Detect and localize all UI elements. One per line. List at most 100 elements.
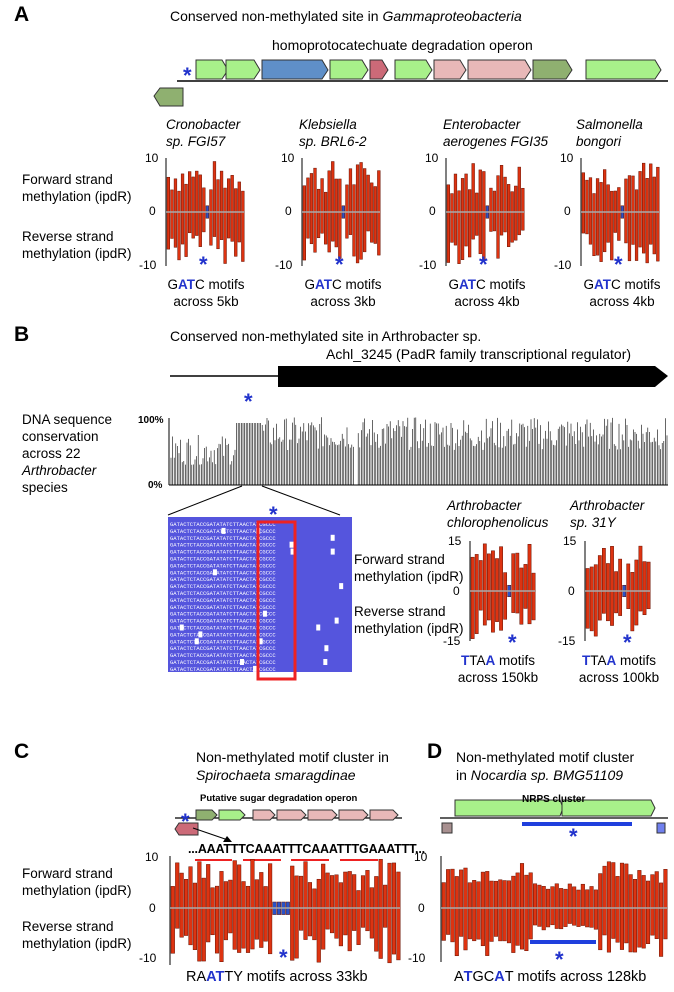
- a3-bar: [606, 184, 610, 243]
- a2-bar: [489, 187, 493, 232]
- a2-bar: [510, 191, 514, 243]
- a3-bar: [652, 176, 656, 255]
- c-bar: [329, 875, 335, 934]
- a1-bar: [334, 178, 338, 248]
- a1-tick-bot: -10: [275, 258, 293, 272]
- a2-bar: [453, 173, 458, 246]
- c-bar: [307, 882, 312, 937]
- d-bar: [602, 865, 607, 936]
- b0-bar: [482, 543, 487, 626]
- alignment-row: GATACTCTACCGATATATCTTAACTATCGCCC: [170, 652, 276, 659]
- a1-bar: [359, 162, 363, 260]
- d-bar: [554, 883, 559, 929]
- a2-bar: [446, 184, 450, 263]
- a1-bar: [316, 188, 321, 239]
- c-bar: [245, 885, 251, 953]
- panel-c-operon-label: Putative sugar degradation operon: [200, 793, 358, 804]
- alignment-row: GATACTCTACCGATATATCTTAACTATCGCCC: [170, 604, 276, 611]
- d-tick-top: 10: [414, 850, 428, 864]
- d-bar: [511, 875, 516, 953]
- c-asterisk: *: [279, 945, 288, 970]
- a1-bar: [377, 170, 381, 256]
- a0-bar: [188, 171, 192, 234]
- a0-bar: [212, 161, 217, 237]
- a0-bar: [177, 190, 181, 261]
- a2-tick-mid: 0: [429, 204, 436, 218]
- d-bar: [463, 867, 468, 951]
- a0-asterisk: *: [199, 252, 208, 277]
- a2-bar: [468, 189, 472, 258]
- d-bar: [606, 861, 611, 953]
- panel-d-motif: ATGCAT motifs across 128kb: [454, 969, 647, 985]
- d-bar: [641, 875, 646, 949]
- panel-c-letter: C: [14, 740, 30, 763]
- d-bar: [589, 886, 594, 928]
- c-tick-mid: 0: [149, 901, 156, 915]
- d-bar: [537, 884, 542, 927]
- c-bar: [338, 882, 343, 947]
- d-bar: [489, 880, 494, 942]
- c-bar: [396, 871, 401, 961]
- d-bar: [646, 880, 651, 944]
- a2-bar: [471, 163, 475, 240]
- b1-bar: [630, 572, 635, 632]
- c-bar: [360, 875, 366, 928]
- c-bar: [299, 875, 304, 931]
- a0-bar: [227, 178, 231, 239]
- a3-tick-mid: 0: [564, 204, 571, 218]
- panel-c-motif: RAATTY motifs across 33kb: [186, 969, 368, 985]
- d-bar: [459, 869, 464, 937]
- c-bar: [316, 878, 321, 963]
- a1-bar: [306, 177, 310, 239]
- a2-bar: [521, 187, 525, 231]
- a3-bar: [656, 166, 660, 262]
- svg-text:*: *: [569, 824, 578, 849]
- a1-asterisk: *: [335, 252, 344, 277]
- b1-bar: [638, 545, 643, 612]
- c-bar: [356, 890, 361, 945]
- d-bar: [519, 863, 525, 950]
- c-bar: [365, 870, 370, 932]
- a3-bar: [642, 162, 646, 254]
- b0-bar: [503, 572, 508, 620]
- b0-tick-bot: -15: [443, 634, 461, 648]
- a2-bar: [503, 176, 507, 233]
- pct-bottom: 0%: [148, 480, 163, 491]
- b0-asterisk: *: [508, 630, 517, 655]
- c-bar: [263, 886, 268, 942]
- a1-bar: [331, 161, 335, 242]
- d-asterisk: *: [555, 947, 564, 972]
- svg-text:*: *: [269, 502, 278, 527]
- d-bar: [493, 880, 498, 937]
- panel-b-letter: B: [14, 323, 30, 346]
- c-bar: [241, 881, 246, 949]
- d-tick-bot: -10: [408, 951, 426, 965]
- a1-bar: [309, 173, 314, 245]
- d-bar: [572, 886, 577, 926]
- a2-bar: [475, 192, 479, 236]
- a0-bar: [223, 187, 227, 264]
- a0-bar: [191, 176, 195, 239]
- c-bar: [232, 860, 237, 950]
- a3-bar: [631, 175, 635, 245]
- b0-bar: [523, 564, 528, 609]
- a3-bar: [617, 187, 621, 241]
- a0-bar: [219, 170, 224, 240]
- c-bar: [352, 874, 357, 931]
- svg-text:*: *: [244, 389, 253, 414]
- b1-bar: [618, 558, 623, 616]
- d-bar: [619, 862, 624, 950]
- alignment-row: GATACTCTACCGATATATCTTAACTATCGCCC: [170, 562, 276, 569]
- panel-a-title: Conserved non-methylated site in Gammapr…: [170, 8, 522, 24]
- panel-a-letter: A: [14, 3, 30, 26]
- b0-bar: [470, 556, 475, 639]
- operon-label: homoprotocatechuate degradation operon: [272, 37, 533, 53]
